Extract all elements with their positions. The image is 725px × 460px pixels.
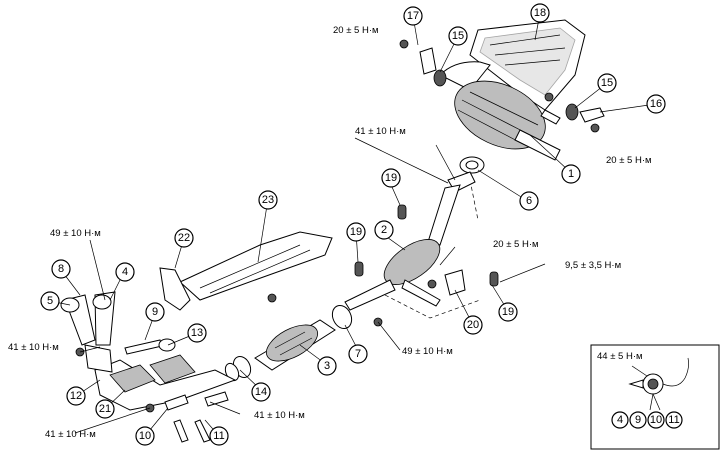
callout-14: 14 (251, 382, 271, 402)
heat-shield-front (159, 231, 333, 311)
svg-text:10: 10 (650, 414, 662, 426)
torque-label: 44 ± 5 Н·м (597, 351, 643, 362)
inset-callout-11: 11 (665, 411, 683, 429)
svg-text:2: 2 (381, 224, 387, 236)
catalytic-converter (254, 319, 336, 371)
hangers (354, 204, 499, 287)
svg-text:13: 13 (191, 327, 203, 339)
svg-text:9: 9 (635, 414, 641, 426)
callout-11: 11 (209, 426, 229, 446)
svg-text:11: 11 (213, 430, 224, 442)
center-pipe (344, 171, 476, 311)
flange-gasket (459, 156, 485, 221)
callout-10: 10 (135, 426, 155, 446)
front-pipe (60, 291, 237, 411)
svg-text:4: 4 (617, 414, 623, 426)
callout-12: 12 (66, 386, 86, 406)
svg-text:21: 21 (99, 403, 111, 415)
callout-19-mid: 19 (346, 222, 366, 242)
torque-label: 20 ± 5 Н·м (493, 239, 539, 250)
inset-callout-9: 9 (629, 411, 647, 429)
callout-20: 20 (463, 315, 483, 335)
heat-shield-rear (469, 19, 586, 111)
callout-23: 23 (258, 190, 278, 210)
svg-text:20: 20 (467, 319, 479, 331)
callout-21: 21 (95, 399, 115, 419)
torque-label: 41 ± 10 Н·м (254, 410, 305, 421)
svg-text:11: 11 (668, 414, 679, 426)
callout-7: 7 (348, 344, 368, 364)
svg-text:19: 19 (350, 226, 362, 238)
callout-18: 18 (530, 3, 550, 23)
callout-3: 3 (317, 356, 337, 376)
svg-text:12: 12 (70, 390, 82, 402)
inset-callout-4: 4 (611, 411, 629, 429)
callout-1: 1 (561, 164, 581, 184)
svg-text:15: 15 (601, 77, 613, 89)
callout-8: 8 (51, 259, 71, 279)
callout-4: 4 (115, 262, 135, 282)
svg-text:17: 17 (407, 10, 419, 22)
torque-label: 20 ± 5 Н·м (333, 25, 379, 36)
callout-15-right: 15 (597, 73, 617, 93)
svg-text:7: 7 (355, 348, 361, 360)
torque-label: 9,5 ± 3,5 Н·м (565, 260, 621, 271)
svg-text:14: 14 (255, 386, 267, 398)
torque-label: 49 ± 10 Н·м (402, 346, 453, 357)
svg-text:5: 5 (47, 295, 53, 307)
callout-19-right: 19 (498, 302, 518, 322)
torque-label: 41 ± 10 Н·м (45, 429, 96, 440)
torque-label: 49 ± 10 Н·м (50, 228, 101, 239)
callout-9: 9 (145, 302, 165, 322)
svg-text:3: 3 (324, 360, 330, 372)
svg-text:4: 4 (122, 266, 128, 278)
callout-2: 2 (374, 220, 394, 240)
torque-label: 41 ± 10 Н·м (355, 126, 406, 137)
studs-sensors (75, 279, 437, 443)
svg-text:9: 9 (152, 306, 158, 318)
callout-13: 13 (187, 323, 207, 343)
svg-text:19: 19 (385, 172, 397, 184)
svg-text:16: 16 (650, 98, 662, 110)
callout-22: 22 (174, 228, 194, 248)
svg-text:1: 1 (568, 168, 574, 180)
svg-text:19: 19 (502, 306, 514, 318)
svg-text:15: 15 (452, 30, 464, 42)
callout-19-top: 19 (381, 168, 401, 188)
svg-text:8: 8 (58, 263, 64, 275)
torque-label: 20 ± 5 Н·м (606, 155, 652, 166)
svg-text:18: 18 (534, 7, 546, 19)
inset-callout-10: 10 (647, 411, 665, 429)
callout-16: 16 (646, 94, 666, 114)
svg-text:23: 23 (262, 194, 274, 206)
callout-15-left: 15 (448, 26, 468, 46)
svg-text:6: 6 (526, 195, 532, 207)
callout-5: 5 (40, 291, 60, 311)
svg-text:22: 22 (178, 232, 190, 244)
callout-17: 17 (403, 6, 423, 26)
svg-text:10: 10 (139, 430, 151, 442)
callout-6: 6 (519, 191, 539, 211)
inset-detail: 44 ± 5 Н·м 4 9 10 11 (590, 344, 720, 450)
torque-label: 41 ± 10 Н·м (8, 342, 59, 353)
